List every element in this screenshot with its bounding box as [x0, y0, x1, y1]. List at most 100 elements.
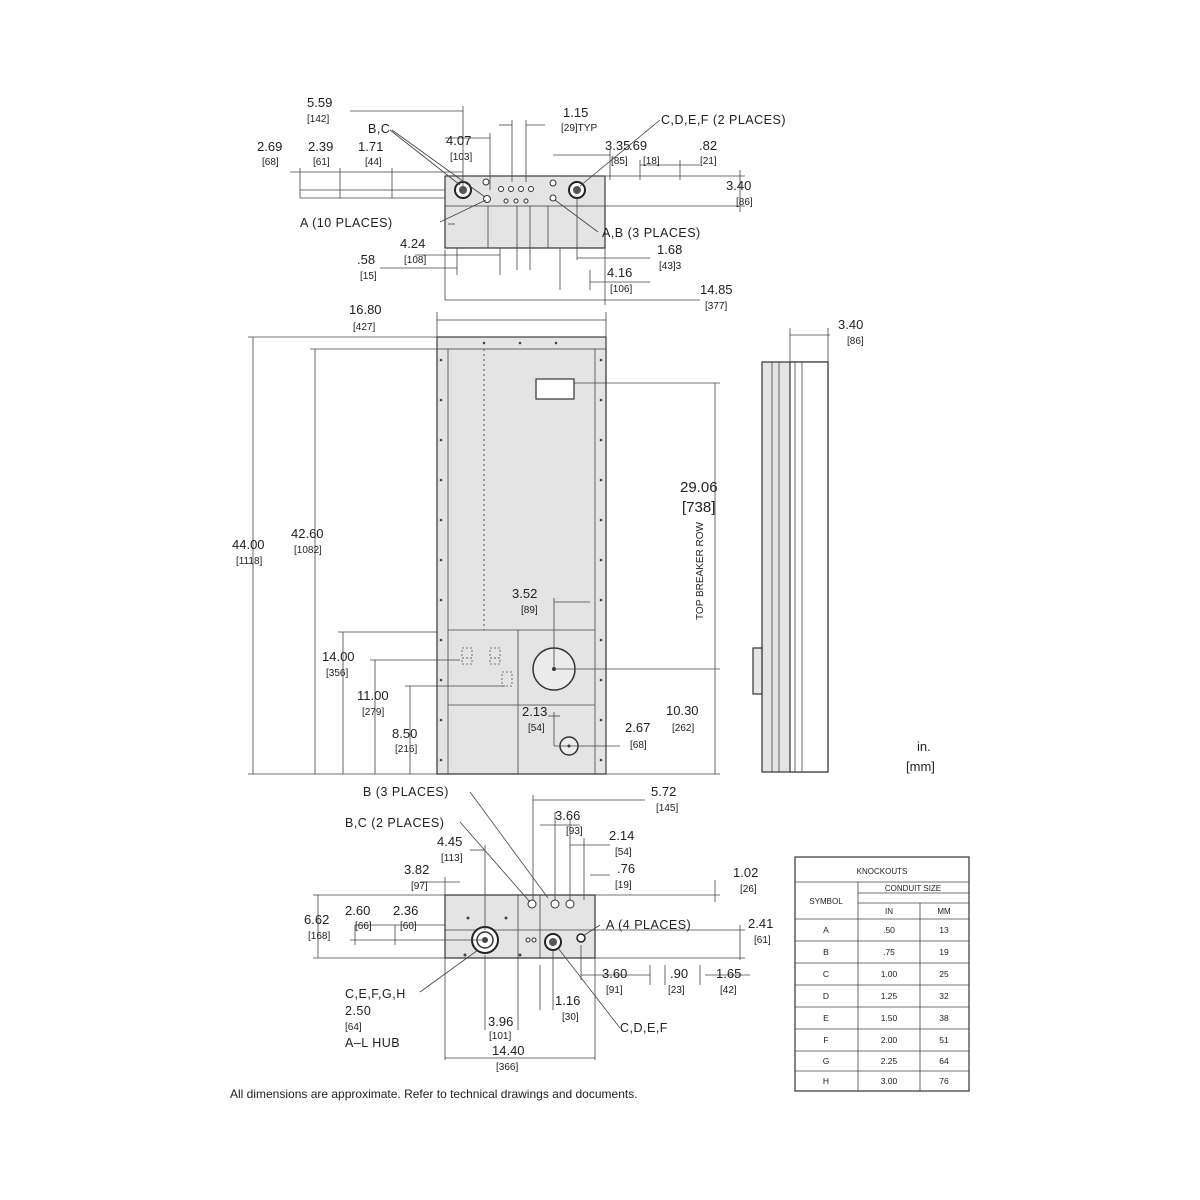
callout-hub-size-mm: [64]	[345, 1022, 362, 1033]
top-dim-14-85: 14.85 [377]	[700, 282, 733, 312]
bottom-dim-3-60: 3.60 [91]	[602, 966, 627, 996]
table-cell-in: .75	[883, 947, 895, 957]
svg-text:[15]: [15]	[360, 271, 377, 282]
knockout-small	[508, 186, 514, 192]
svg-text:[85]: [85]	[611, 156, 628, 167]
svg-text:2.67: 2.67	[625, 720, 650, 735]
svg-text:[66]: [66]	[355, 921, 372, 932]
callout-cefgh: C,E,F,G,H	[345, 987, 406, 1001]
svg-text:[142]: [142]	[307, 114, 329, 125]
front-view-enclosure	[436, 336, 607, 775]
top-view-flange	[444, 175, 606, 207]
svg-text:10.30: 10.30	[666, 703, 699, 718]
front-dim-2-13: 2.13 [54]	[522, 704, 547, 734]
side-dim-3-40: 3.40 [86]	[838, 317, 864, 347]
svg-text:2.36: 2.36	[393, 903, 418, 918]
svg-text:3.40: 3.40	[726, 178, 751, 193]
svg-text:[54]: [54]	[615, 847, 632, 858]
svg-text:2.41: 2.41	[748, 916, 773, 931]
top-dim-3-35: 3.35 [85]	[605, 138, 630, 167]
front-dim-8-50: 8.50 [216]	[392, 726, 417, 755]
svg-text:[93]: [93]	[566, 826, 583, 837]
top-dim-1-68: 1.68 [43]3	[657, 242, 682, 272]
front-view-label-window	[535, 378, 575, 400]
front-dim-16-80: 16.80 [427]	[349, 302, 382, 333]
top-dim-4-16: 4.16 [106]	[607, 265, 632, 295]
svg-text:4.07: 4.07	[446, 133, 471, 148]
svg-text:[103]: [103]	[450, 152, 472, 163]
table-in-header: IN	[885, 907, 893, 916]
knockout-small	[513, 198, 519, 204]
svg-text:3.35: 3.35	[605, 138, 630, 153]
bottom-screw	[463, 953, 467, 957]
svg-text:[1118]: [1118]	[236, 556, 263, 567]
knockouts-table: KNOCKOUTS CONDUIT SIZE SYMBOL IN MM A.50…	[794, 856, 970, 1092]
front-view: 16.80 [427] 44.00 [1118] 42.60 [1082] 29…	[232, 302, 720, 775]
bottom-screw	[504, 916, 508, 920]
callout-hub: A–L HUB	[345, 1036, 400, 1050]
front-view-dashed-squares	[461, 647, 513, 687]
footnote: All dimensions are approximate. Refer to…	[230, 1087, 638, 1101]
svg-text:[738]: [738]	[682, 499, 715, 516]
svg-text:[23]: [23]	[668, 985, 685, 996]
front-dim-3-52: 3.52 [89]	[512, 586, 538, 616]
svg-text:[43]3: [43]3	[659, 261, 682, 272]
table-mm-header: MM	[937, 907, 951, 916]
top-view-dimension-lines	[290, 106, 745, 305]
bottom-dim-3-82: 3.82 [97]	[404, 862, 429, 892]
svg-text:[89]: [89]	[521, 605, 538, 616]
svg-text:8.50: 8.50	[392, 726, 417, 741]
svg-text:[279]: [279]	[362, 707, 384, 718]
knockout-small	[523, 198, 529, 204]
svg-text:[1082]: [1082]	[294, 545, 322, 556]
svg-text:[21]: [21]	[700, 156, 717, 167]
svg-text:2.13: 2.13	[522, 704, 547, 719]
table-cell-symbol: E	[823, 1013, 829, 1023]
svg-text:[356]: [356]	[326, 668, 348, 679]
svg-text:[366]: [366]	[496, 1062, 518, 1073]
svg-text:[86]: [86]	[847, 336, 864, 347]
svg-text:[427]: [427]	[353, 322, 375, 333]
table-cell-symbol: H	[823, 1076, 829, 1086]
bottom-dim-3-66: 3.66 [93]	[555, 808, 583, 837]
callout-a-4-places: A (4 PLACES)	[606, 918, 691, 932]
top-dim-0-82: .82 [21]	[699, 138, 717, 167]
svg-text:[mm]: [mm]	[906, 759, 935, 774]
top-dim-0-58: .58 [15]	[357, 252, 377, 282]
svg-text:.58: .58	[357, 252, 375, 267]
callout-cdef-2-places: C,D,E,F (2 PLACES)	[661, 113, 786, 127]
bottom-view-dimension-lines	[313, 795, 750, 1060]
callout-ab-3-places: A,B (3 PLACES)	[602, 226, 701, 240]
knockout-small	[549, 179, 557, 187]
knockout-small	[503, 198, 509, 204]
knockout-small	[518, 186, 524, 192]
table-cell-mm: 19	[939, 947, 949, 957]
knockout-small	[528, 186, 534, 192]
bottom-screw	[518, 953, 522, 957]
table-cell-mm: 25	[939, 969, 949, 979]
svg-text:3.82: 3.82	[404, 862, 429, 877]
front-dim-44-00: 44.00 [1118]	[232, 537, 265, 567]
top-dim-5-59: 5.59 [142]	[307, 95, 332, 125]
svg-text:1.71: 1.71	[358, 139, 383, 154]
svg-text:in.: in.	[917, 739, 931, 754]
callout-cdef: C,D,E,F	[620, 1021, 668, 1035]
svg-text:1.68: 1.68	[657, 242, 682, 257]
side-view-handle	[752, 647, 763, 695]
svg-text:2.69: 2.69	[257, 139, 282, 154]
svg-text:14.40: 14.40	[492, 1043, 525, 1058]
side-view-cover	[789, 361, 829, 773]
table-grid	[795, 881, 969, 1091]
front-dim-2-67: 2.67 [68]	[625, 720, 650, 751]
table-cell-symbol: F	[823, 1035, 828, 1045]
table-cell-in: 2.25	[881, 1056, 898, 1066]
svg-text:[97]: [97]	[411, 881, 428, 892]
table-symbol-header: SYMBOL	[809, 897, 843, 906]
bottom-dim-6-62: 6.62 [168]	[304, 912, 330, 942]
